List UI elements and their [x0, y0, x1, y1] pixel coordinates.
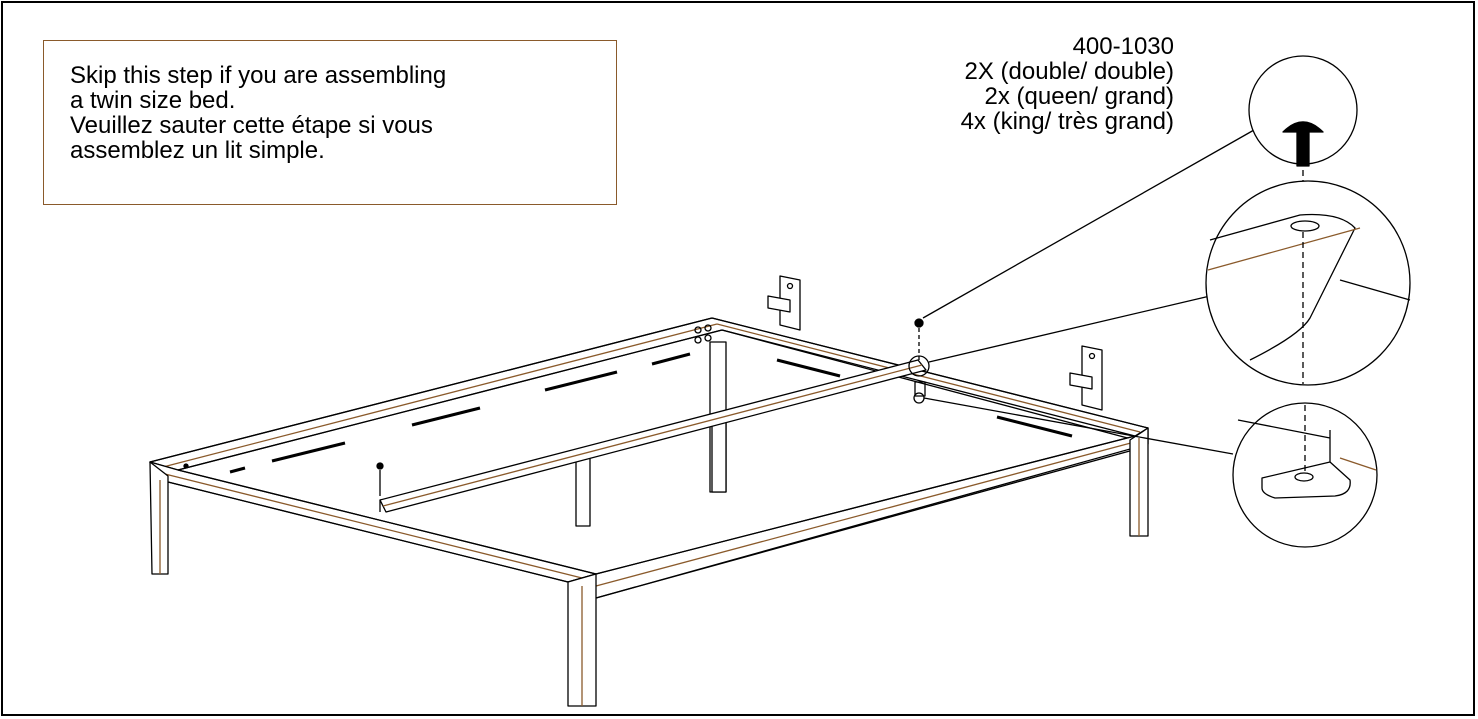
corner-bolt-holes — [183, 324, 712, 469]
slat-cleats — [229, 352, 1073, 474]
headboard-bracket-left — [767, 275, 801, 331]
rail-front — [567, 427, 1149, 599]
rail-right — [711, 317, 1149, 437]
qty-double: 2X (double/ double) — [964, 58, 1174, 85]
rail-left — [149, 461, 597, 583]
note-line-2: a twin size bed. — [70, 87, 236, 114]
center-beam — [379, 359, 927, 513]
callout-bracket — [1232, 402, 1378, 548]
center-screw-small — [376, 462, 384, 496]
qty-queen: 2x (queen/ grand) — [984, 83, 1174, 110]
callout-leaders — [922, 129, 1255, 455]
instruction-note-box: Skip this step if you are assembling a t… — [43, 40, 617, 205]
headboard-bracket-right — [1069, 345, 1103, 411]
leg-front-right — [1129, 427, 1149, 537]
parts-quantity-list: 400-1030 2X (double/ double) 2x (queen/ … — [961, 34, 1174, 134]
leg-front-left — [149, 461, 169, 575]
part-code: 400-1030 — [1072, 33, 1174, 60]
qty-king: 4x (king/ très grand) — [960, 108, 1174, 135]
rail-back — [149, 317, 1149, 471]
note-line-1: Skip this step if you are assembling — [70, 62, 447, 89]
center-leg-1 — [575, 457, 591, 527]
leg-front-center — [567, 573, 597, 707]
note-line-4: assemblez un lit simple. — [70, 137, 325, 164]
note-line-3: Veuillez sauter cette étape si vous — [70, 112, 433, 139]
callout-plate — [1205, 180, 1411, 386]
center-leg-2 — [711, 417, 727, 493]
